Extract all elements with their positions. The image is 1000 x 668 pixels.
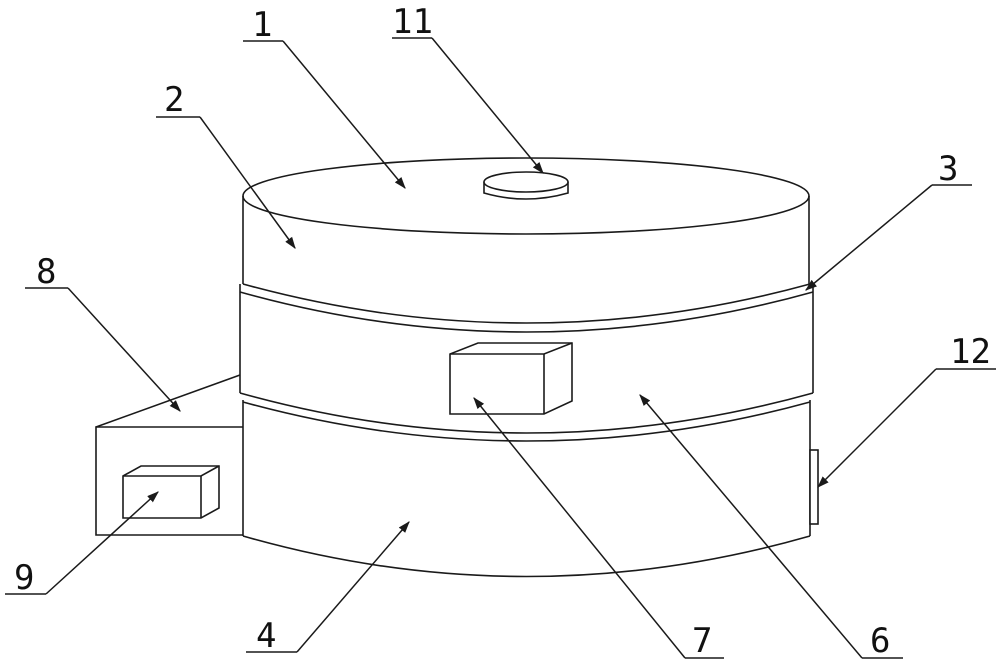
label-12: 12	[950, 332, 991, 372]
leader-9	[45, 491, 159, 595]
base-body	[242, 400, 811, 578]
callout-labels: 1 2 3 4 6 7 8 9 11 12	[14, 2, 991, 661]
leader-1	[282, 40, 406, 189]
upper-ring	[239, 283, 814, 333]
leader-lines	[45, 37, 937, 659]
label-underlines	[5, 37, 996, 659]
middle-section	[239, 292, 814, 442]
leader-11	[431, 37, 544, 174]
front-box	[449, 342, 573, 415]
leader-3	[805, 184, 933, 291]
label-9: 9	[14, 558, 34, 598]
side-connector	[809, 449, 819, 525]
control-block	[122, 465, 220, 519]
label-6: 6	[870, 621, 890, 661]
leader-6	[639, 394, 863, 659]
leader-8	[67, 287, 181, 412]
leader-12	[817, 368, 937, 488]
label-3: 3	[938, 149, 958, 189]
leader-2	[199, 116, 296, 249]
label-2: 2	[164, 80, 184, 120]
label-4: 4	[256, 616, 276, 656]
side-box	[95, 374, 243, 536]
leader-7	[473, 397, 686, 659]
top-knob	[483, 171, 569, 200]
label-1: 1	[252, 5, 272, 45]
top-cylinder	[242, 157, 810, 284]
label-7: 7	[692, 621, 712, 661]
leader-4	[296, 521, 410, 653]
label-8: 8	[36, 252, 56, 292]
label-11: 11	[392, 2, 433, 42]
